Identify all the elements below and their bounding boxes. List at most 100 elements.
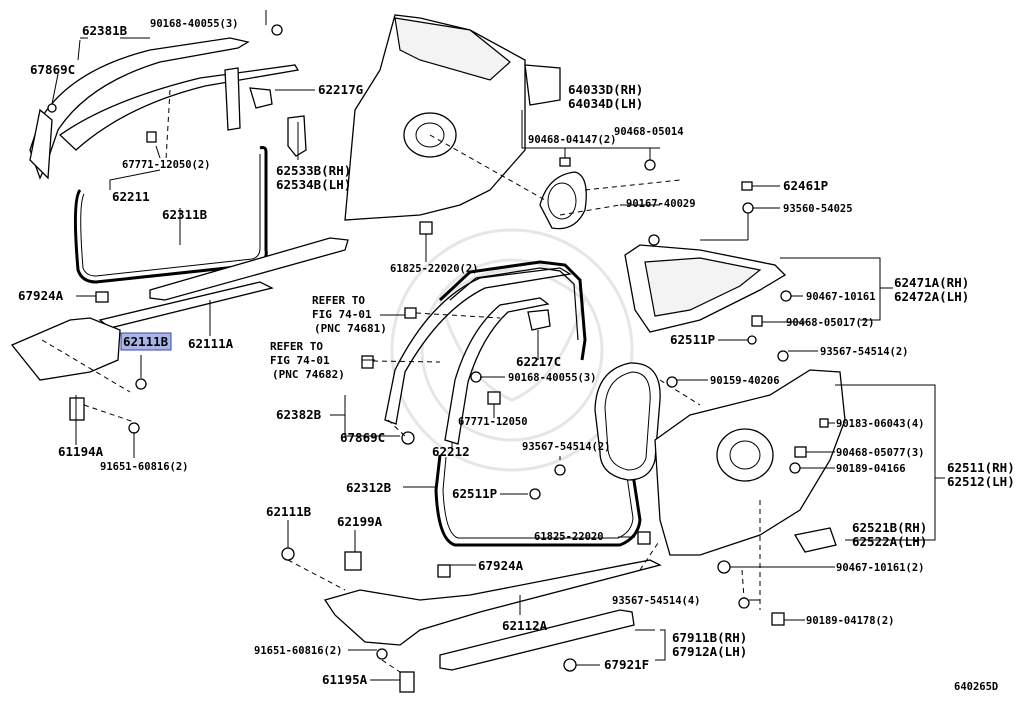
- ref1-line2: FIG 74-01: [312, 308, 372, 321]
- clip-62111B-bot: [281, 547, 295, 561]
- bracket-62217G: [249, 87, 273, 109]
- clip-67869C-top: [47, 103, 57, 113]
- label-64033D: 64033D(RH): [568, 82, 643, 97]
- clip-90468-05014: [644, 159, 656, 171]
- clip-90468-04147: [559, 157, 571, 167]
- label-64034D: 64034D(LH): [568, 96, 643, 111]
- label-62217C: 62217C: [516, 354, 561, 369]
- label-62212: 62212: [432, 444, 470, 459]
- label-90468-05077: 90468-05077(3): [836, 447, 925, 459]
- upright-rail: [224, 67, 241, 131]
- label-90168-40055-mid: 90168-40055(3): [508, 372, 597, 384]
- label-90183-06043: 90183-06043(4): [836, 418, 925, 430]
- label-67869C-mid: 67869C: [340, 430, 385, 445]
- weatherstrip-62312B: [434, 454, 642, 547]
- label-93567-54514-top: 93567-54514(2): [820, 346, 909, 358]
- bracket-61194A: [69, 397, 85, 421]
- label-90189-04166: 90189-04166: [836, 463, 906, 475]
- label-62471A: 62471A(RH): [894, 275, 969, 290]
- label-62533B: 62533B(RH): [276, 163, 351, 178]
- clip-93567-mid: [554, 464, 566, 476]
- label-90468-05017: 90468-05017(2): [786, 317, 875, 329]
- screw-93560: [742, 202, 754, 214]
- label-93567-54514-4: 93567-54514(4): [612, 595, 701, 607]
- door-frame-rear: [438, 260, 587, 361]
- clip-refer-1: [404, 307, 417, 319]
- bracket-62217C: [527, 309, 551, 331]
- diagram-code: 640265D: [954, 681, 998, 693]
- label-62111B-bot: 62111B: [266, 504, 312, 519]
- clip-67921F: [563, 658, 577, 672]
- label-90189-04178: 90189-04178(2): [806, 615, 895, 627]
- label-90167-40029: 90167-40029: [626, 198, 696, 210]
- rear-door-opening-parts: [330, 260, 661, 547]
- label-67921F: 67921F: [604, 657, 649, 672]
- label-62112A: 62112A: [502, 618, 548, 633]
- scuff-plate-62111A: [149, 237, 349, 301]
- clip-61825-top: [419, 221, 433, 235]
- clip-62111B-small: [135, 378, 147, 390]
- pillar-garnish-62381B: [29, 37, 250, 180]
- label-90159-40206: 90159-40206: [710, 375, 780, 387]
- label-67869C-top: 67869C: [30, 62, 75, 77]
- scuff-plate-67911B: [439, 609, 635, 671]
- label-62522A: 62522A(LH): [852, 534, 927, 549]
- ref1-line3: (PNC 74681): [314, 322, 387, 335]
- clip-90189-04178: [771, 612, 785, 626]
- label-62381B: 62381B: [82, 23, 128, 38]
- label-91651-60816-bot: 91651-60816(2): [254, 645, 343, 657]
- clip-67924A-bot: [437, 564, 451, 578]
- clip-93567-top: [777, 350, 789, 362]
- screw-91651-top: [128, 422, 140, 434]
- clip-90467: [780, 290, 792, 302]
- label-62511P-top: 62511P: [670, 332, 715, 347]
- label-61194A: 61194A: [58, 444, 104, 459]
- ref1-line1: REFER TO: [312, 294, 365, 307]
- label-62199A: 62199A: [337, 514, 383, 529]
- weatherstrip-62311B: [73, 146, 268, 284]
- label-67924A-top: 67924A: [18, 288, 64, 303]
- clip-90183: [819, 418, 829, 428]
- label-90468-05014: 90468-05014: [614, 126, 684, 138]
- label-62461P: 62461P: [783, 178, 828, 193]
- quarter-trim-right: [624, 181, 945, 626]
- label-93560-54025: 93560-54025: [783, 203, 853, 215]
- part-labels: 62381B 67869C 90168-40055(3) 62217G 6777…: [18, 18, 1015, 693]
- label-62534B: 62534B(LH): [276, 177, 351, 192]
- label-90467-10161-2: 90467-10161(2): [836, 562, 925, 574]
- clip-refer-2: [361, 355, 374, 369]
- label-67771-12050: 67771-12050: [458, 416, 528, 428]
- label-61825-22020: 61825-22020: [534, 531, 604, 543]
- clip-90189-04166: [789, 462, 801, 474]
- screw-90167: [648, 234, 660, 246]
- bracket-62521B: [793, 527, 837, 553]
- clip-67771: [146, 131, 157, 143]
- sill-parts: [281, 520, 666, 693]
- cowl-side-trim-62111B: [10, 317, 121, 381]
- label-93567-54514-mid: 93567-54514(2): [522, 441, 611, 453]
- label-67924A-bot: 67924A: [478, 558, 524, 573]
- front-door-opening-parts: [10, 10, 349, 458]
- speaker-grille: [539, 171, 587, 230]
- label-61195A: 61195A: [322, 672, 368, 687]
- label-90168-40055-top: 90168-40055(3): [150, 18, 239, 30]
- label-62111B-highlight[interactable]: 62111B: [123, 334, 169, 349]
- bracket-64033D: [524, 64, 561, 106]
- label-61825-22020-2: 61825-22020(2): [390, 263, 479, 275]
- label-67771-12050-2: 67771-12050(2): [122, 159, 211, 171]
- clip-62461P: [741, 181, 753, 191]
- label-67912A: 67912A(LH): [672, 644, 747, 659]
- label-62217G: 62217G: [318, 82, 363, 97]
- label-62382B: 62382B: [276, 407, 322, 422]
- label-62111A: 62111A: [188, 336, 234, 351]
- clip-62533B: [287, 115, 307, 157]
- quarter-trim-upper: [344, 14, 681, 262]
- ref2-line3: (PNC 74682): [272, 368, 345, 381]
- clip-90467-2: [717, 560, 731, 574]
- front-pillar-garnish-62211: [58, 64, 300, 151]
- label-62512: 62512(LH): [947, 474, 1015, 489]
- access-cover-62511P: [594, 362, 661, 481]
- clip-90468-05017: [751, 315, 763, 327]
- highlight-62111B: [120, 332, 172, 351]
